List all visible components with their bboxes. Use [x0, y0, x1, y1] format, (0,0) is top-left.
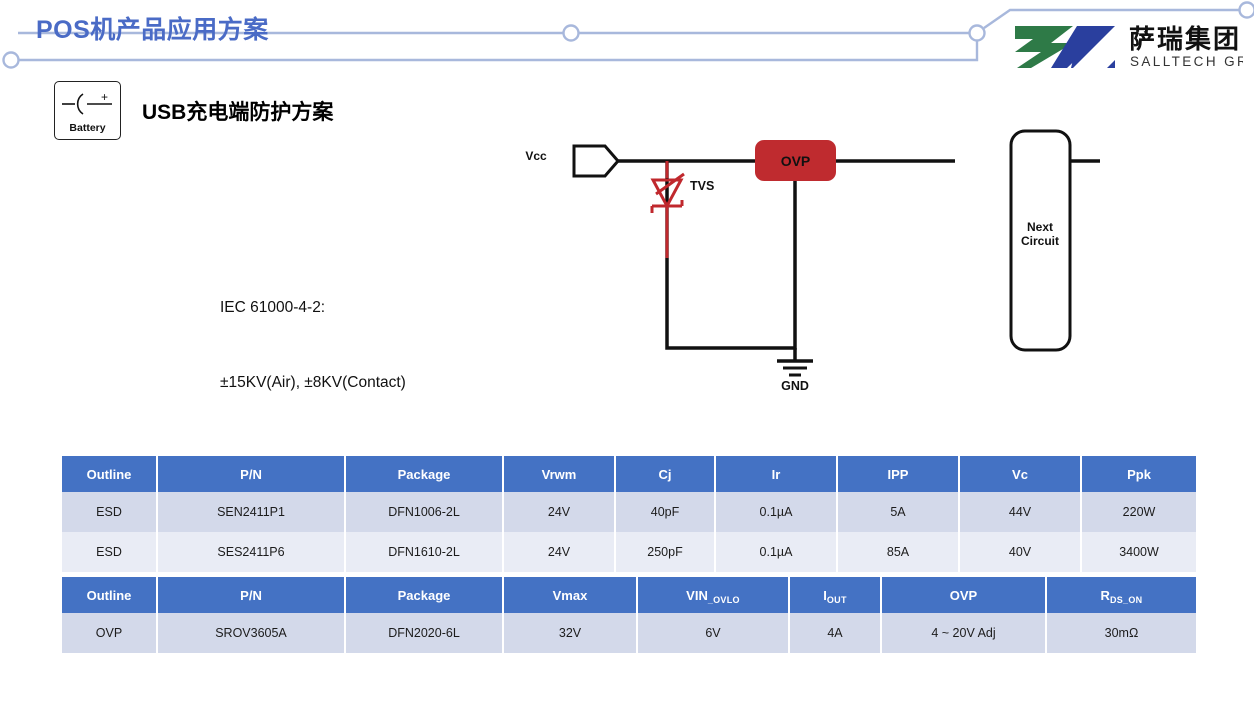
ovp-header-vin-main: VIN [686, 587, 708, 603]
section-title: USB充电端防护方案 [142, 96, 333, 126]
decoration-node-middle [562, 24, 580, 42]
esd-header-package: Package [345, 456, 504, 492]
ovp-header-iout-sub: OUT [826, 594, 847, 605]
battery-icon-label: Battery [69, 122, 106, 134]
battery-plus-sign: + [101, 90, 108, 104]
ovp-spec-table: Outline P/N Package Vmax VIN_OVLO IOUT O… [62, 577, 1196, 653]
ovp-cell-ovp-1: 4 ~ 20V Adj [881, 613, 1047, 653]
page-title: POS机产品应用方案 [36, 16, 269, 44]
ovp-header-outline: Outline [62, 577, 158, 613]
decoration-node-right [968, 24, 986, 42]
esd-cell-outline-1: ESD [62, 492, 158, 532]
esd-header-ir: Ir [715, 456, 838, 492]
ovp-header-rds-main: R [1100, 587, 1110, 603]
esd-header-pn: P/N [157, 456, 346, 492]
ovp-cell-package-1: DFN2020-6L [345, 613, 504, 653]
esd-cell-cj-1: 40pF [615, 492, 716, 532]
ovp-cell-rds-on-1: 30mΩ [1046, 613, 1196, 653]
esd-cell-ppk-2: 3400W [1081, 532, 1196, 572]
ovp-header-vin-ovlo: VIN_OVLO [637, 577, 790, 613]
battery-icon-box: + Battery [54, 81, 121, 140]
esd-cell-ipp-2: 85A [837, 532, 960, 572]
esd-header-ppk: Ppk [1081, 456, 1196, 492]
section-title-cn: 充电端防护方案 [186, 100, 334, 124]
ovp-header-vin-sub: _OVLO [707, 594, 740, 605]
esd-cell-vrwm-2: 24V [503, 532, 616, 572]
esd-cell-cj-2: 250pF [615, 532, 716, 572]
logo-name-cn: 萨瑞集团 [1129, 24, 1241, 54]
ovp-label: OVP [781, 153, 811, 169]
decoration-node-left [2, 51, 20, 69]
next-circuit-label-line1: Next [1027, 220, 1053, 234]
iec-spec-note: IEC 61000-4-2: ±15KV(Air), ±8KV(Contact) [220, 245, 406, 420]
ovp-header-rds-on: RDS_ON [1046, 577, 1196, 613]
vcc-label: Vcc [525, 149, 547, 163]
esd-spec-table: Outline P/N Package Vrwm Cj Ir IPP Vc Pp… [62, 456, 1196, 572]
ovp-header-package: Package [345, 577, 504, 613]
esd-cell-ppk-1: 220W [1081, 492, 1196, 532]
esd-cell-ipp-1: 5A [837, 492, 960, 532]
tvs-diode-symbol [650, 172, 685, 218]
ovp-cell-outline-1: OVP [62, 613, 158, 653]
esd-cell-package-1: DFN1006-2L [345, 492, 504, 532]
gnd-label: GND [781, 379, 809, 393]
ovp-header-rds-sub: DS_ON [1109, 594, 1143, 605]
esd-cell-ir-2: 0.1µA [715, 532, 838, 572]
table-row: ESD SES2411P6 DFN1610-2L 24V 250pF 0.1µA… [62, 532, 1196, 572]
ovp-table-header-row: Outline P/N Package Vmax VIN_OVLO IOUT O… [62, 577, 1196, 613]
decoration-node-far-right [1238, 1, 1254, 19]
brand-logo: 萨瑞集团 SALLTECH GROUP [1011, 18, 1243, 72]
esd-cell-pn-2: SES2411P6 [157, 532, 346, 572]
esd-cell-vc-1: 44V [959, 492, 1082, 532]
gnd-symbol [777, 359, 813, 377]
iec-spec-line-2: ±15KV(Air), ±8KV(Contact) [220, 374, 406, 391]
esd-header-cj: Cj [615, 456, 716, 492]
esd-header-ipp: IPP [837, 456, 960, 492]
table-row: ESD SEN2411P1 DFN1006-2L 24V 40pF 0.1µA … [62, 492, 1196, 532]
ovp-header-ovp: OVP [881, 577, 1047, 613]
esd-cell-outline-2: ESD [62, 532, 158, 572]
esd-header-vc: Vc [959, 456, 1082, 492]
ovp-cell-vin-ovlo-1: 6V [637, 613, 790, 653]
ovp-header-iout: IOUT [789, 577, 882, 613]
battery-icon: + [62, 90, 112, 115]
esd-cell-package-2: DFN1610-2L [345, 532, 504, 572]
esd-table-header-row: Outline P/N Package Vrwm Cj Ir IPP Vc Pp… [62, 456, 1196, 492]
tvs-label: TVS [690, 179, 714, 193]
ovp-cell-iout-1: 4A [789, 613, 882, 653]
esd-cell-pn-1: SEN2411P1 [157, 492, 346, 532]
logo-name-en: SALLTECH GROUP [1130, 54, 1243, 69]
esd-header-outline: Outline [62, 456, 158, 492]
esd-cell-vc-2: 40V [959, 532, 1082, 572]
ovp-cell-pn-1: SROV3605A [157, 613, 346, 653]
table-row: OVP SROV3605A DFN2020-6L 32V 6V 4A 4 ~ 2… [62, 613, 1196, 653]
ovp-header-iout-main: I [823, 587, 827, 603]
esd-cell-ir-1: 0.1µA [715, 492, 838, 532]
logo-mark [1015, 26, 1115, 68]
circuit-diagram: Vcc TVS OVP [500, 118, 1120, 408]
ovp-header-vmax: Vmax [503, 577, 638, 613]
ovp-header-pn: P/N [157, 577, 346, 613]
esd-cell-vrwm-1: 24V [503, 492, 616, 532]
iec-spec-line-1: IEC 61000-4-2: [220, 299, 326, 316]
esd-header-vrwm: Vrwm [503, 456, 616, 492]
ovp-cell-vmax-1: 32V [503, 613, 638, 653]
next-circuit-block [1009, 129, 1072, 352]
section-title-latin: USB [142, 101, 187, 124]
vcc-connector-symbol [572, 144, 620, 178]
ovp-block [755, 140, 836, 181]
next-circuit-label-line2: Circuit [1021, 234, 1059, 248]
